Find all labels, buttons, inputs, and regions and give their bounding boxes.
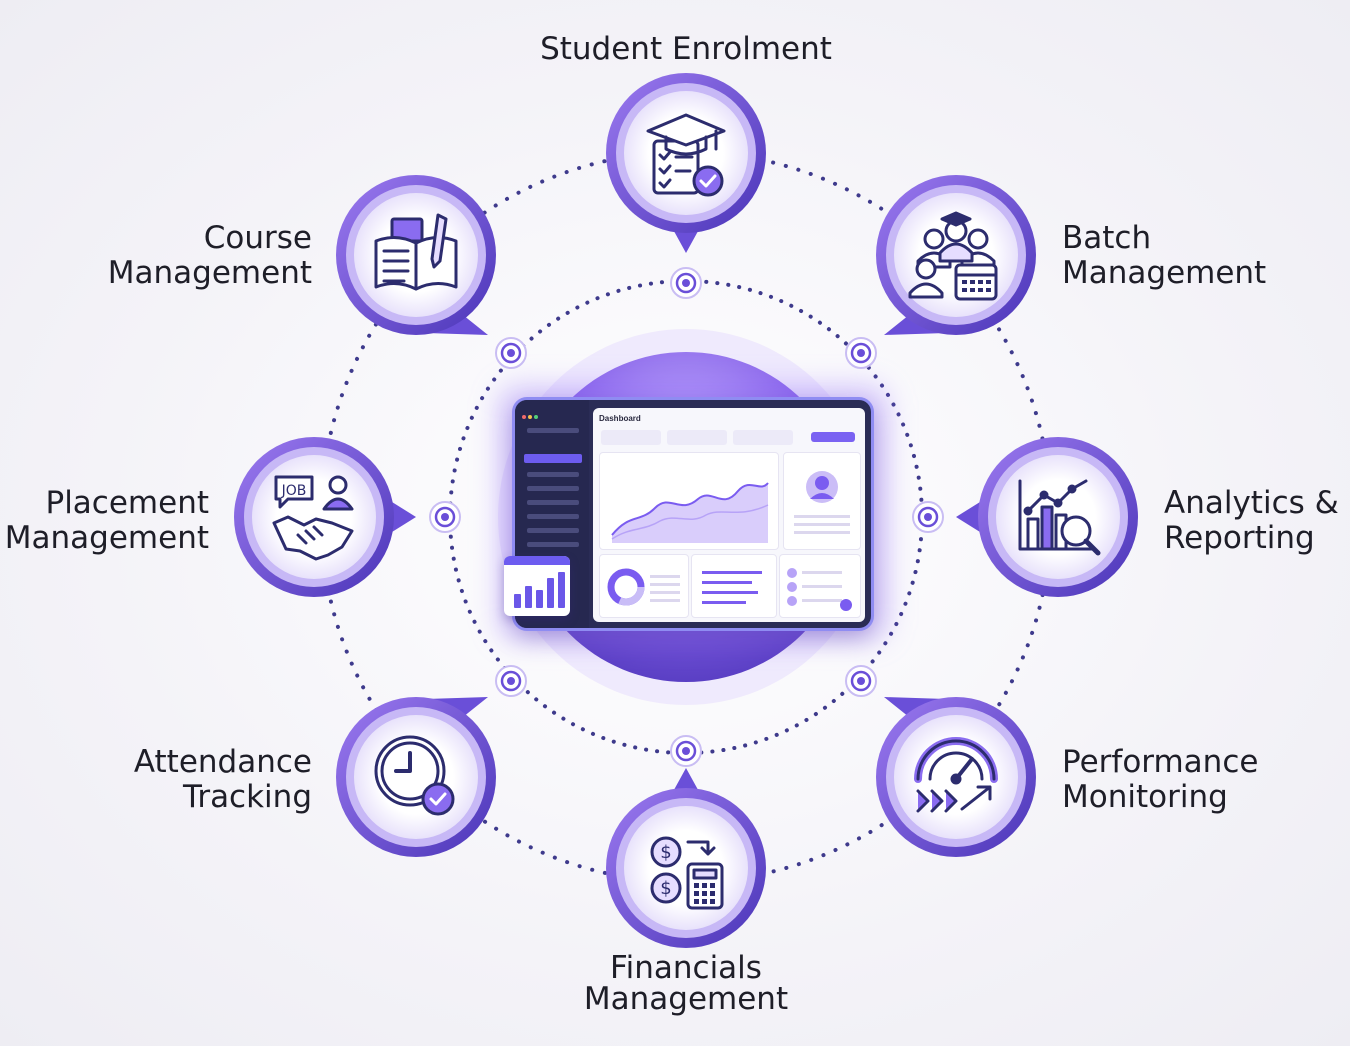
area-chart-graphic [611, 482, 769, 543]
kpi-card [667, 430, 727, 445]
performance-monitoring-node[interactable] [876, 697, 1036, 857]
student-enrolment-node[interactable] [606, 73, 766, 253]
analytics-reporting-label: Analytics &Reporting [1164, 485, 1339, 556]
window-controls [522, 406, 540, 424]
kpi-card [601, 430, 661, 445]
sidebar-item [527, 528, 579, 533]
donut-card [599, 554, 689, 618]
sidebar-item [527, 500, 579, 505]
dashboard-action-button [811, 432, 855, 442]
graduation-checklist-icon [646, 113, 726, 197]
svg-text:$: $ [660, 842, 671, 863]
open-book-pencil-icon [374, 213, 458, 291]
svg-text:$: $ [660, 878, 671, 899]
profile-card [783, 452, 861, 550]
job-handshake-icon: JOB [272, 475, 354, 561]
dashboard-main: Dashboard [593, 408, 865, 622]
kpi-card [733, 430, 793, 445]
group-calendar-icon [908, 211, 998, 301]
floating-stats-card [504, 556, 570, 616]
sidebar-item [527, 514, 579, 519]
student-enrolment-label: Student Enrolment [540, 31, 832, 67]
dashboard-title: Dashboard [599, 414, 641, 423]
clock-check-icon [374, 735, 455, 816]
chart-card [599, 452, 779, 550]
progress-card [691, 554, 777, 618]
list-card [779, 554, 861, 618]
course-management-node[interactable] [336, 175, 496, 335]
bar-chart-magnifier-icon [1018, 479, 1101, 556]
svg-text:JOB: JOB [281, 483, 307, 499]
attendance-tracking-node[interactable] [336, 697, 496, 857]
sidebar-item [527, 472, 579, 477]
sidebar-item [527, 486, 579, 491]
speedometer-arrows-icon [914, 737, 998, 813]
sidebar-item [527, 542, 579, 547]
financials-management-node[interactable]: $ $ [606, 768, 766, 948]
orbit-nodes [429, 267, 944, 767]
sidebar-item-active [524, 454, 582, 463]
placement-management-node[interactable]: JOB [234, 437, 416, 597]
coins-calculator-icon: $ $ [650, 836, 724, 910]
batch-management-node[interactable] [876, 175, 1036, 335]
analytics-reporting-node[interactable] [956, 437, 1138, 597]
sidebar-brand [527, 428, 579, 433]
